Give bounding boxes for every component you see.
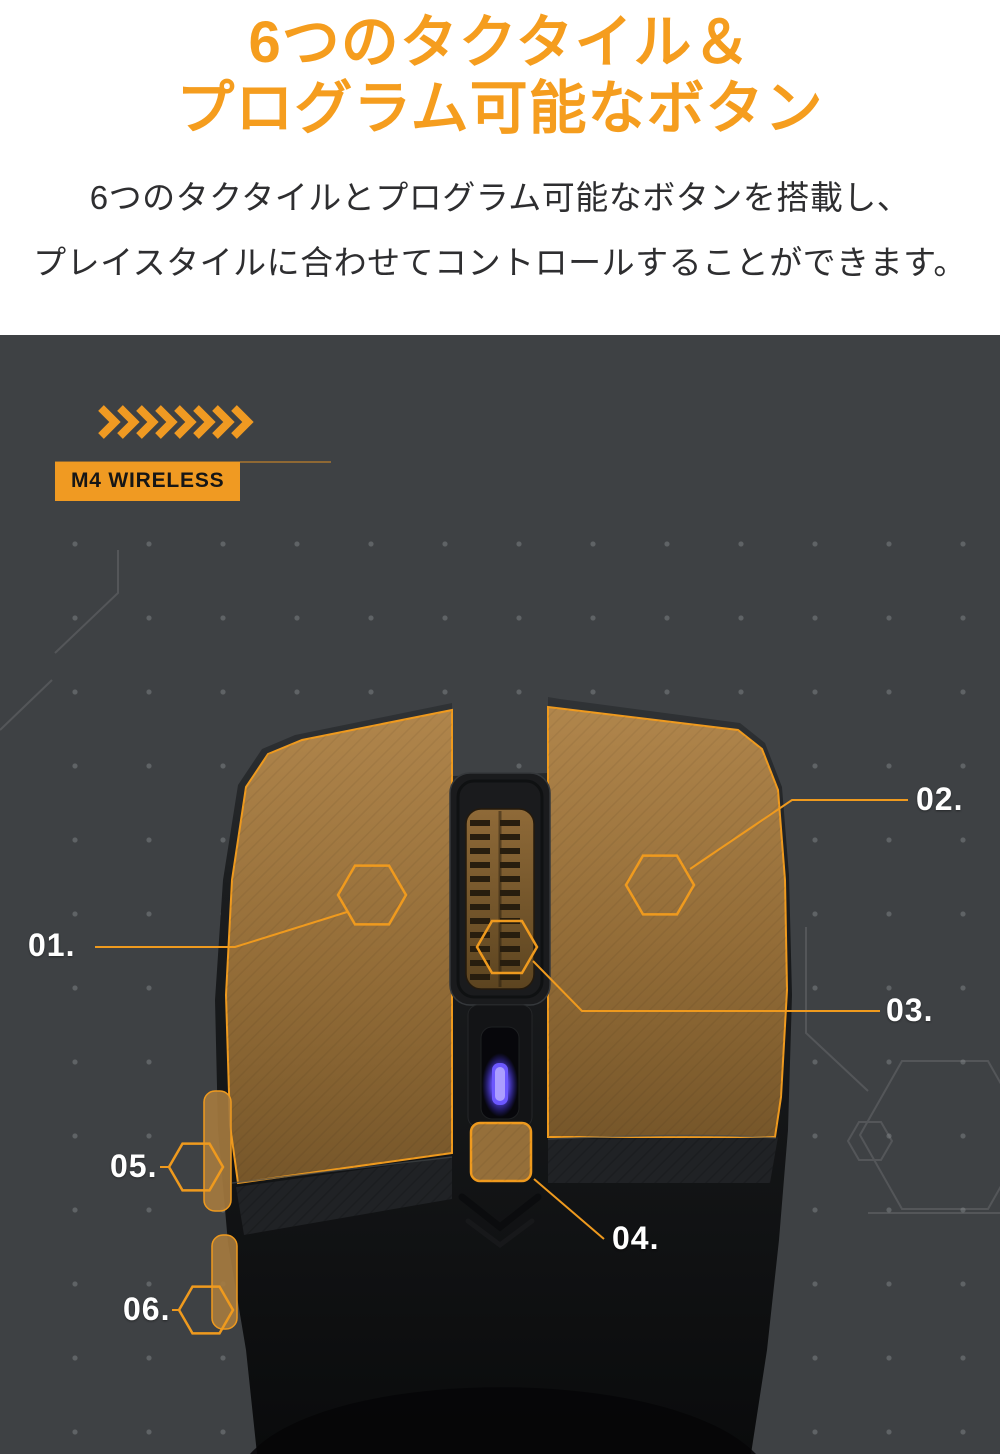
feature-title: 6つのタクタイル＆ プログラム可能なボタン (0, 10, 1000, 142)
callout-label-02: 02. (916, 781, 964, 817)
grip-texture-band (236, 1137, 778, 1235)
feature-title-line2: プログラム可能なボタン (176, 76, 824, 142)
led-core (495, 1067, 505, 1101)
product-stage: M4 WIRELESS (0, 335, 1000, 1454)
hexagon-markers (167, 854, 696, 1335)
dpi-button-texture (471, 1123, 531, 1181)
model-badge: M4 WIRELESS (55, 462, 241, 501)
feature-description-line2: プレイスタイルに合わせてコントロールすることができます。 (33, 243, 967, 281)
feature-title-line1: 6つのタクタイル＆ (248, 10, 752, 75)
hexagon-marker-03 (475, 919, 539, 975)
callout-lines (95, 799, 908, 1311)
mouse-illustration (0, 550, 1000, 1454)
scroll-wheel-bezel (456, 779, 544, 999)
side-button-lower-highlight (211, 1234, 238, 1330)
callout-label-05: 05. (110, 1148, 158, 1184)
hexagon-marker-01 (336, 864, 408, 926)
callout-line-03 (532, 960, 880, 1012)
callout-label-06: 06. (123, 1291, 171, 1327)
decorative-circuit-lines (0, 550, 1000, 1214)
left-button-texture (226, 710, 452, 1183)
chevron-arrows-icon (98, 405, 268, 446)
hexagon-marker-06 (177, 1285, 235, 1335)
mouse-front-shadow (250, 1387, 756, 1454)
callout-label-03: 03. (886, 992, 934, 1028)
feature-description-line1: 6つのタクタイルとプログラム可能なボタンを搭載し、 (89, 179, 911, 217)
feature-description: 6つのタクタイルとプログラム可能なボタンを搭載し、 プレイスタイルに合わせてコン… (0, 166, 1000, 295)
callout-line-02 (689, 799, 908, 870)
callout-line-01 (95, 911, 348, 948)
right-button-texture (548, 707, 787, 1137)
hexagon-marker-02 (624, 854, 696, 916)
callout-label-01: 01. (28, 927, 76, 963)
callout-line-04 (533, 1178, 605, 1240)
feature-header: 6つのタクタイル＆ プログラム可能なボタン 6つのタクタイルとプログラム可能なボ… (0, 0, 1000, 335)
side-button-upper-highlight (203, 1090, 232, 1212)
body-seam-lines (231, 1134, 777, 1249)
callout-label-04: 04. (612, 1220, 660, 1256)
hexagon-marker-05 (167, 1142, 225, 1192)
